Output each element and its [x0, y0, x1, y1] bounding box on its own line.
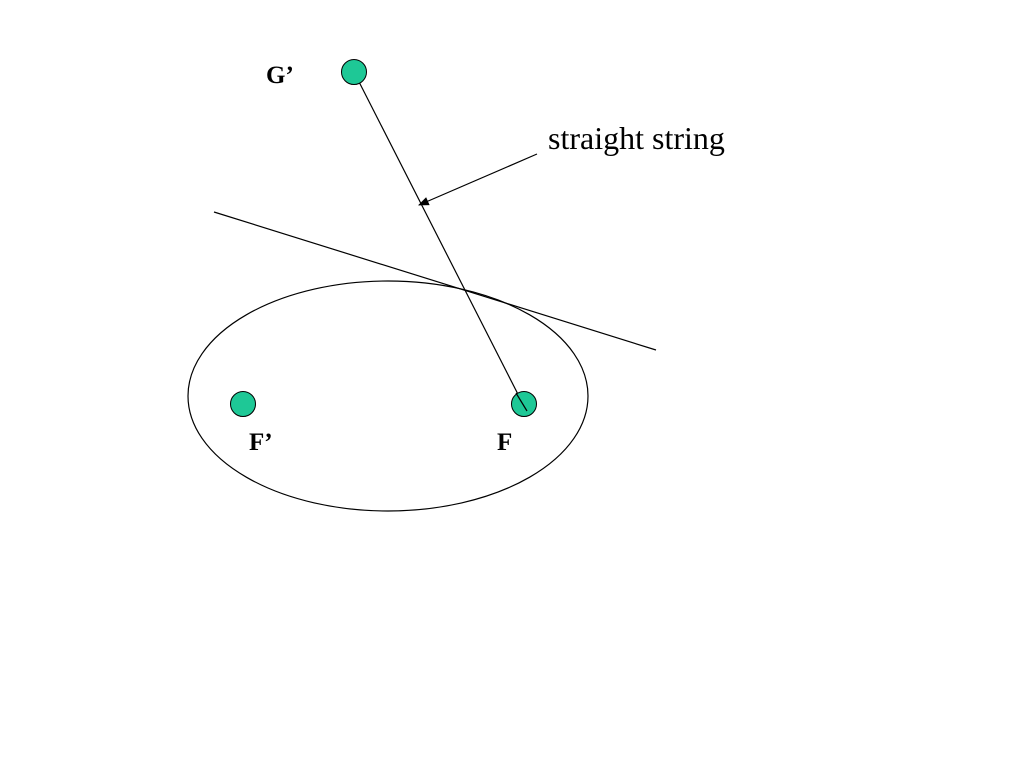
string-end-over-f [515, 392, 528, 412]
straight-string-line [353, 71, 527, 411]
point-f-prime [230, 391, 256, 417]
annotation-label: straight string [548, 120, 725, 156]
label-f-prime: F’ [249, 429, 273, 456]
annotation-arrow [418, 153, 538, 206]
ellipse [187, 280, 589, 512]
label-f: F [497, 429, 512, 456]
tangent-line [213, 211, 657, 351]
point-g-prime [341, 59, 367, 85]
label-g-prime: G’ [266, 62, 294, 89]
point-f [511, 391, 537, 417]
